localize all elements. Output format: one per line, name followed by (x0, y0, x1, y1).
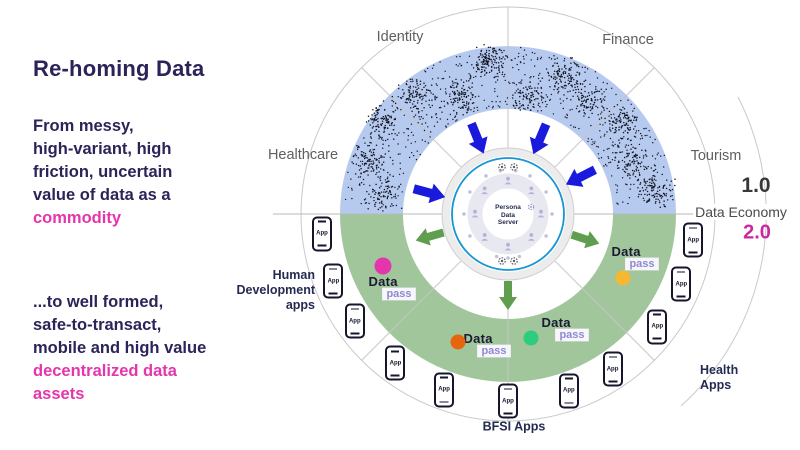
outward-arrows (415, 228, 600, 310)
bfsi-apps-label: BFSI Apps (482, 419, 546, 434)
phone-app-label: App (651, 323, 664, 330)
data-asset-band (340, 214, 676, 382)
persona-dot-pink (374, 257, 392, 275)
phone-app-label: App (675, 281, 688, 288)
user-icon (481, 233, 488, 241)
user-icon (471, 209, 479, 218)
intro-line: From messy, (33, 117, 134, 135)
phone-app-icon: App (434, 372, 455, 408)
datapass-logo: Data pass (463, 331, 511, 357)
phone-app-icon: App (671, 266, 692, 302)
phone-app-label: App (327, 278, 340, 284)
intro-paragraph: From messy, high-variant, high friction,… (33, 115, 258, 230)
hub-dot (494, 254, 499, 259)
phone-app-icon: App (344, 303, 365, 339)
inward-arrow (529, 122, 551, 155)
phone-app-icon: App (683, 222, 704, 258)
sector-label-finance: Finance (602, 32, 654, 48)
intro-highlight: commodity (33, 209, 122, 227)
sector-label-healthcare: Healthcare (267, 147, 339, 163)
hub-dot (468, 234, 472, 238)
hub-dot (544, 234, 548, 238)
datapass-logo: Data pass (611, 244, 659, 270)
page-title: Re-homing Data (33, 56, 205, 81)
outro-line: safe-to-transact, (33, 316, 162, 334)
phone-app-icon: App (323, 263, 344, 299)
outward-arrow (570, 230, 600, 249)
phone-app-icon: App (602, 351, 623, 387)
datapass-logo: Data pass (541, 315, 589, 341)
sector-label-tourism: Tourism (690, 148, 742, 164)
phone-app-label: App (348, 318, 361, 325)
sector-divider (554, 67, 655, 168)
data-economy-label: Data Economy (693, 204, 789, 220)
user-icon (528, 186, 535, 195)
phone-app-label: App (389, 360, 402, 367)
outro-highlight: decentralized data (33, 362, 177, 380)
outro-highlight: assets (33, 385, 85, 403)
hub-dot (517, 254, 522, 259)
persona-data-server-hub (441, 147, 575, 281)
hub-dot (528, 174, 532, 178)
phone-app-icon: App (385, 345, 406, 381)
gear-icon (498, 257, 506, 265)
sector-label-identity: Identity (376, 29, 424, 45)
data-economy-1-0: 1.0 (741, 174, 771, 197)
user-icon (481, 186, 488, 195)
outro-line: mobile and high value (33, 339, 207, 357)
gear-icon (510, 257, 518, 265)
user-icon (537, 209, 545, 218)
phone-app-label: App (687, 237, 700, 244)
hub-dot (550, 212, 554, 216)
phone-app-label: App (606, 366, 619, 373)
inward-arrow (565, 165, 597, 187)
user-icon (528, 233, 535, 241)
phone-app-icon: App (558, 373, 579, 409)
phone-app-label: App (563, 387, 575, 394)
gear-icon (527, 203, 535, 211)
user-icon (504, 242, 512, 251)
outward-arrow (499, 281, 517, 310)
gear-icon (510, 163, 518, 171)
intro-line: high-variant, high (33, 140, 172, 158)
outro-paragraph: ...to well formed, safe-to-transact, mob… (33, 291, 258, 406)
sector-divider (554, 260, 655, 361)
hub-dot (506, 256, 510, 260)
phone-app-icon: App (498, 383, 518, 419)
human-development-apps-label: Human Development apps (236, 268, 316, 312)
persona-dot-yellow (615, 270, 631, 286)
hub-dot (484, 174, 488, 178)
sector-divider (361, 67, 462, 168)
hub-dot (544, 190, 548, 194)
raw-data-scatter (344, 43, 676, 212)
user-icon (504, 176, 512, 185)
gear-icon (498, 163, 506, 171)
hub-dot (468, 190, 472, 194)
inward-arrow (412, 183, 446, 204)
datapass-logo: Data pass (368, 274, 416, 300)
inward-arrows (412, 121, 597, 204)
phone-app-label: App (316, 230, 328, 237)
economy-1-0-arc (680, 96, 767, 407)
messy-data-band (340, 46, 676, 215)
phone-app-icon: App (647, 309, 668, 345)
health-apps-label: Health Apps (700, 363, 739, 392)
intro-line: friction, uncertain (33, 163, 173, 181)
intro-line: value of data as a (33, 186, 171, 204)
persona-dot-green (523, 330, 539, 346)
outro-line: ...to well formed, (33, 293, 164, 311)
outward-arrow (415, 228, 445, 246)
phone-app-icon: App (312, 216, 333, 252)
hub-dot (462, 212, 466, 216)
persona-data-server-label: Persona Data Server (495, 203, 521, 226)
sector-divider (361, 260, 462, 361)
data-economy-2-0: 2.0 (743, 221, 771, 244)
persona-dot-orange (450, 334, 466, 350)
inward-arrow (467, 121, 488, 154)
phone-app-label: App (502, 398, 514, 404)
phone-app-label: App (438, 386, 450, 393)
